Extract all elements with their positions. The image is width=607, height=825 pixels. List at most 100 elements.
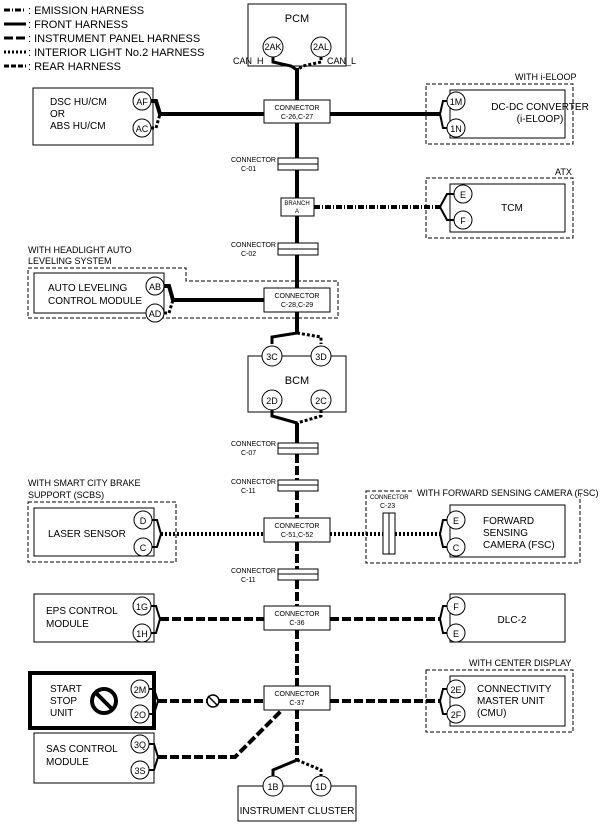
bcm-pin-2c-label: 2C (315, 396, 327, 406)
fsc-module: CONNECTOR C-23 WITH FORWARD SENSING CAME… (330, 487, 599, 564)
cluster-box (237, 785, 357, 822)
alcm-label-1: AUTO LEVELING (48, 283, 128, 294)
tcm-pin-e-label: E (460, 190, 466, 200)
alcm-option-label-1: WITH HEADLIGHT AUTO (28, 245, 132, 255)
laser-box (33, 507, 155, 557)
connector-c23-label-2: C-23 (380, 503, 395, 510)
dsc-label-1: DSC HU/CM (50, 97, 107, 108)
connector-c11b-label-2: C-11 (241, 577, 256, 584)
alcm-wire (164, 284, 264, 302)
sas-pin-wire (149, 743, 159, 771)
tcm-pin-wire (438, 193, 454, 221)
startstop-box (28, 671, 156, 730)
dcdc-label-1: DC-DC CONVERTER (491, 102, 589, 113)
bcm-box (247, 355, 347, 413)
connector-c02-label-1: CONNECTOR (231, 242, 276, 249)
cluster-pin-1d-label: 1D (315, 782, 327, 792)
eps-label-1: EPS CONTROL (46, 606, 118, 617)
alcm-pin-ad-label: AD (149, 309, 162, 319)
dcdc-pin-1n-label: 1N (450, 124, 462, 134)
eps-pin-1h-label: 1H (136, 629, 148, 639)
prohibited-icon (90, 687, 118, 715)
laser-option-frame (27, 501, 177, 563)
cluster-pin-1b (262, 775, 284, 797)
bcm-pin-3d (310, 345, 332, 367)
connector-c26-label-1: CONNECTOR (275, 105, 320, 112)
cluster-wire-h (271, 758, 298, 776)
dsc-box (32, 87, 154, 146)
laser-option-label-2: SUPPORT (SCBS) (28, 490, 104, 500)
eps-box (33, 593, 155, 643)
bcm-wire-out-l (296, 410, 323, 425)
pcm-pin-2al-label: 2AL (313, 42, 329, 52)
pcm-can-l-wire (296, 57, 323, 72)
sas-label-1: SAS CONTROL (46, 744, 118, 755)
instrument-cluster-module: 1B 1D INSTRUMENT CLUSTER (237, 758, 357, 822)
fsc-label-3: CAMERA (FSC) (483, 540, 555, 551)
sas-pin-3s-label: 3S (134, 766, 145, 776)
fsc-box (449, 504, 566, 558)
fsc-pin-wire (438, 519, 447, 548)
tcm-box (449, 183, 566, 233)
cluster-label: INSTRUMENT CLUSTER (240, 806, 355, 817)
dlc-pin-f-label: F (453, 602, 459, 612)
cmu-label-1: CONNECTIVITY (477, 684, 552, 695)
connector-c23-label-1: CONNECTOR (370, 495, 409, 501)
alcm-option-frame (27, 267, 339, 319)
fsc-label-1: FORWARD (483, 516, 534, 527)
eps-pin-1g-label: 1G (136, 602, 148, 612)
start-stop-module: START STOP UNIT 2M 2O (28, 671, 264, 730)
dsc-module: DSC HU/CM OR ABS HU/CM AF AC (32, 87, 264, 146)
pcm-pin-2ak-label: 2AK (264, 42, 281, 52)
pcm-module: PCM 2AK 2AL CAN_H CAN_L (233, 3, 356, 72)
eps-label-2: MODULE (46, 619, 89, 630)
pcm-title: PCM (285, 13, 309, 25)
alcm-label-2: CONTROL MODULE (48, 296, 142, 307)
dlc-pin-e-label: E (453, 629, 459, 639)
connector-c11-upper: CONNECTOR C-11 (231, 479, 319, 495)
eps-pin-wire (151, 605, 161, 634)
dlc2-module: F E DLC-2 (330, 593, 566, 643)
dlc-pin-wire (438, 605, 447, 634)
bcm-wire-in-h (270, 331, 298, 344)
legend-label-interior: : INTERIOR LIGHT No.2 HARNESS (28, 47, 204, 59)
tcm-option-label: ATX (555, 167, 572, 177)
legend: : EMISSION HARNESS : FRONT HARNESS : INS… (4, 5, 204, 73)
dsc-label-3: ABS HU/CM (50, 121, 106, 132)
sas-label-2: MODULE (46, 757, 89, 768)
dcdc-option-label: WITH i-ELOOP (515, 72, 577, 82)
tcm-label: TCM (501, 203, 523, 214)
connector-c36-label-2: C-36 (289, 620, 304, 627)
connector-c11a-label-1: CONNECTOR (231, 479, 276, 486)
startstop-label-1: START (50, 684, 82, 695)
connector-c07: CONNECTOR C-07 (231, 441, 319, 457)
laser-pin-wire (152, 519, 162, 548)
pcm-can-l-label: CAN_L (327, 56, 356, 66)
fsc-option-frame (365, 490, 581, 564)
laser-label: LASER SENSOR (48, 529, 126, 540)
cluster-pin-1d (310, 775, 332, 797)
cmu-pin-2f-label: 2F (451, 710, 462, 720)
connector-c07-label-1: CONNECTOR (231, 441, 276, 448)
dcdc-option-frame (425, 83, 574, 145)
connector-c28-box (263, 287, 331, 313)
connector-c28-c29: CONNECTOR C-28,C-29 (263, 287, 331, 313)
laser-pin-c-label: C (140, 543, 147, 553)
connector-c01-label-1: CONNECTOR (231, 157, 276, 164)
dcdc-box (449, 89, 566, 139)
bcm-wire-in-l (296, 331, 323, 344)
sas-pin-3q-label: 3Q (134, 740, 146, 750)
connector-c11b-label-1: CONNECTOR (231, 568, 276, 575)
connector-c37-label-1: CONNECTOR (275, 691, 320, 698)
legend-label-emission: : EMISSION HARNESS (28, 5, 144, 17)
bcm-module: 3C 3D BCM 2D 2C (247, 331, 347, 425)
pcm-can-h-label: CAN_H (233, 56, 264, 66)
startstop-pin-2m-label: 2M (134, 685, 147, 695)
bcm-pin-3c-label: 3C (266, 352, 278, 362)
cmu-option-label: WITH CENTER DISPLAY (469, 658, 571, 668)
connector-c02-label-2: C-02 (241, 251, 256, 258)
cluster-pin-1b-label: 1B (267, 782, 278, 792)
connector-c02: CONNECTOR C-02 (231, 242, 319, 258)
not-connected-icon (206, 694, 220, 708)
